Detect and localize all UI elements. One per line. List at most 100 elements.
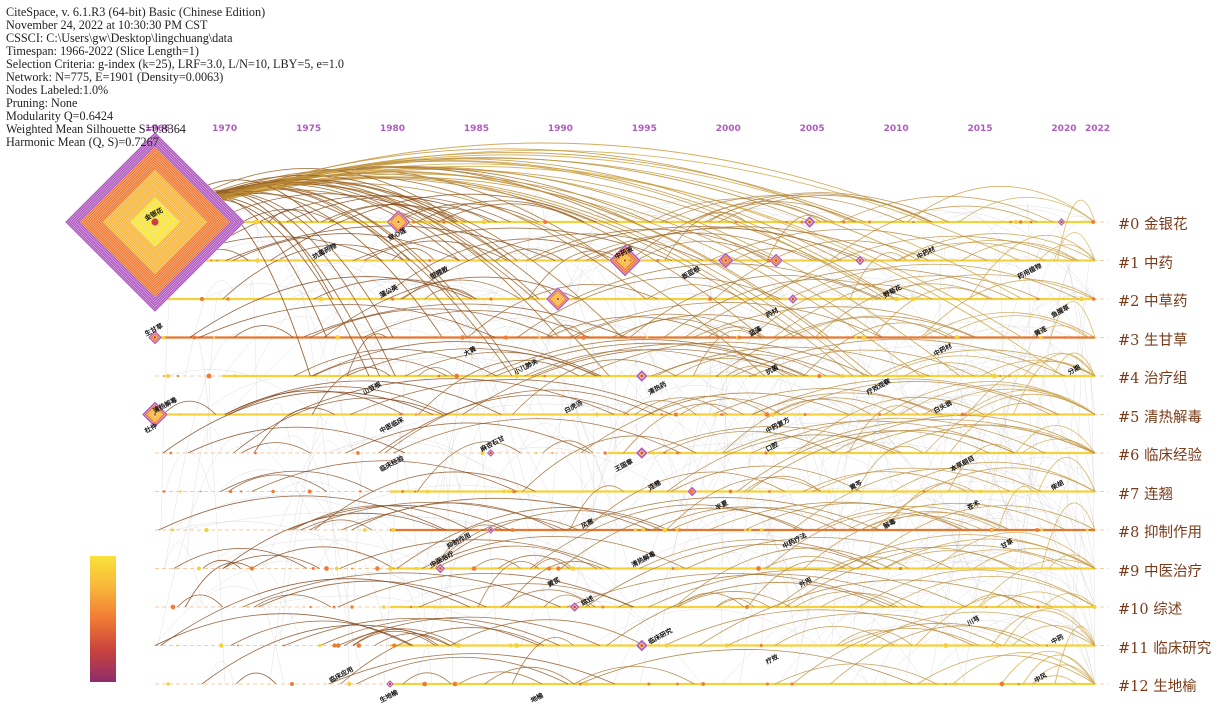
small-keyword-node[interactable] [489, 297, 493, 301]
small-keyword-node[interactable] [918, 298, 921, 300]
small-keyword-node[interactable] [932, 606, 934, 608]
small-keyword-node[interactable] [768, 490, 771, 493]
small-keyword-node[interactable] [748, 528, 752, 532]
small-keyword-node[interactable] [391, 527, 396, 533]
small-keyword-node[interactable] [170, 604, 176, 610]
keyword-node[interactable] [545, 286, 571, 312]
small-keyword-node[interactable] [255, 413, 258, 416]
small-keyword-node[interactable] [414, 490, 417, 493]
small-keyword-node[interactable] [471, 566, 477, 571]
cluster-label[interactable]: #3 生甘草 [1118, 332, 1188, 349]
small-keyword-node[interactable] [898, 566, 903, 571]
small-keyword-node[interactable] [645, 336, 649, 339]
small-keyword-node[interactable] [676, 451, 680, 455]
small-keyword-node[interactable] [648, 490, 652, 493]
keyword-node[interactable] [486, 448, 495, 458]
small-keyword-node[interactable] [531, 682, 535, 686]
small-keyword-node[interactable] [161, 335, 166, 340]
small-keyword-node[interactable] [673, 412, 678, 417]
small-keyword-node[interactable] [425, 489, 430, 494]
small-keyword-node[interactable] [351, 567, 354, 570]
small-keyword-node[interactable] [226, 297, 230, 301]
small-keyword-node[interactable] [166, 682, 170, 686]
small-keyword-node[interactable] [594, 412, 600, 417]
cluster-label[interactable]: #5 清热解毒 [1118, 409, 1202, 426]
small-keyword-node[interactable] [255, 258, 260, 263]
small-keyword-node[interactable] [944, 683, 947, 685]
small-keyword-node[interactable] [401, 490, 405, 493]
small-keyword-node[interactable] [759, 528, 764, 532]
small-keyword-node[interactable] [1017, 682, 1020, 686]
small-keyword-node[interactable] [749, 374, 752, 378]
keyword-node[interactable] [608, 244, 642, 277]
small-keyword-node[interactable] [1085, 528, 1089, 532]
small-keyword-node[interactable] [375, 566, 380, 571]
small-keyword-node[interactable] [800, 220, 804, 224]
small-keyword-node[interactable] [412, 220, 416, 224]
keyword-node[interactable] [635, 369, 649, 383]
small-keyword-node[interactable] [840, 373, 845, 379]
small-keyword-node[interactable] [964, 413, 967, 416]
small-keyword-node[interactable] [508, 643, 513, 648]
small-keyword-node[interactable] [177, 412, 182, 417]
small-keyword-node[interactable] [743, 528, 747, 532]
small-keyword-node[interactable] [584, 682, 589, 686]
small-keyword-node[interactable] [335, 643, 341, 648]
small-keyword-node[interactable] [1091, 220, 1096, 224]
small-keyword-node[interactable] [1018, 220, 1023, 224]
small-keyword-node[interactable] [290, 682, 294, 686]
small-keyword-node[interactable] [362, 528, 367, 532]
small-keyword-node[interactable] [359, 490, 362, 493]
small-keyword-node[interactable] [324, 566, 329, 571]
small-keyword-node[interactable] [1079, 296, 1084, 302]
small-keyword-node[interactable] [978, 489, 983, 494]
small-keyword-node[interactable] [995, 298, 998, 300]
small-keyword-node[interactable] [216, 259, 219, 262]
small-keyword-node[interactable] [428, 259, 432, 262]
small-keyword-node[interactable] [278, 258, 282, 263]
small-keyword-node[interactable] [332, 643, 337, 648]
small-keyword-node[interactable] [912, 220, 915, 224]
small-keyword-node[interactable] [579, 605, 584, 609]
keyword-node[interactable] [435, 563, 446, 574]
small-keyword-node[interactable] [309, 605, 312, 609]
small-keyword-node[interactable] [1008, 375, 1011, 377]
small-keyword-node[interactable] [883, 682, 887, 686]
small-keyword-node[interactable] [388, 220, 392, 224]
small-keyword-node[interactable] [1010, 336, 1012, 339]
small-keyword-node[interactable] [335, 335, 341, 340]
small-keyword-node[interactable] [422, 681, 427, 687]
small-keyword-node[interactable] [734, 220, 738, 224]
small-keyword-node[interactable] [253, 451, 257, 455]
small-keyword-node[interactable] [332, 605, 336, 609]
keyword-node[interactable] [768, 253, 784, 268]
small-keyword-node[interactable] [990, 528, 994, 532]
small-keyword-node[interactable] [414, 566, 418, 571]
small-keyword-node[interactable] [960, 412, 965, 417]
small-keyword-node[interactable] [433, 605, 437, 609]
small-keyword-node[interactable] [656, 374, 660, 378]
small-keyword-node[interactable] [414, 413, 418, 416]
keyword-node[interactable] [635, 446, 649, 460]
small-keyword-node[interactable] [985, 606, 988, 608]
small-keyword-node[interactable] [790, 682, 794, 686]
small-keyword-node[interactable] [428, 297, 431, 301]
small-keyword-node[interactable] [737, 335, 742, 340]
small-keyword-node[interactable] [171, 528, 175, 532]
keyword-node[interactable] [385, 679, 395, 689]
small-keyword-node[interactable] [478, 529, 481, 531]
small-keyword-node[interactable] [271, 489, 275, 494]
small-keyword-node[interactable] [538, 336, 541, 339]
small-keyword-node[interactable] [954, 335, 960, 340]
small-keyword-node[interactable] [941, 220, 945, 224]
small-keyword-node[interactable] [920, 373, 925, 379]
small-keyword-node[interactable] [1023, 220, 1028, 224]
small-keyword-node[interactable] [826, 489, 831, 494]
small-keyword-node[interactable] [204, 527, 209, 533]
small-keyword-node[interactable] [853, 335, 858, 340]
small-keyword-node[interactable] [633, 528, 638, 532]
small-keyword-node[interactable] [236, 644, 239, 647]
small-keyword-node[interactable] [701, 682, 706, 686]
small-keyword-node[interactable] [356, 643, 362, 648]
small-keyword-node[interactable] [861, 335, 867, 340]
